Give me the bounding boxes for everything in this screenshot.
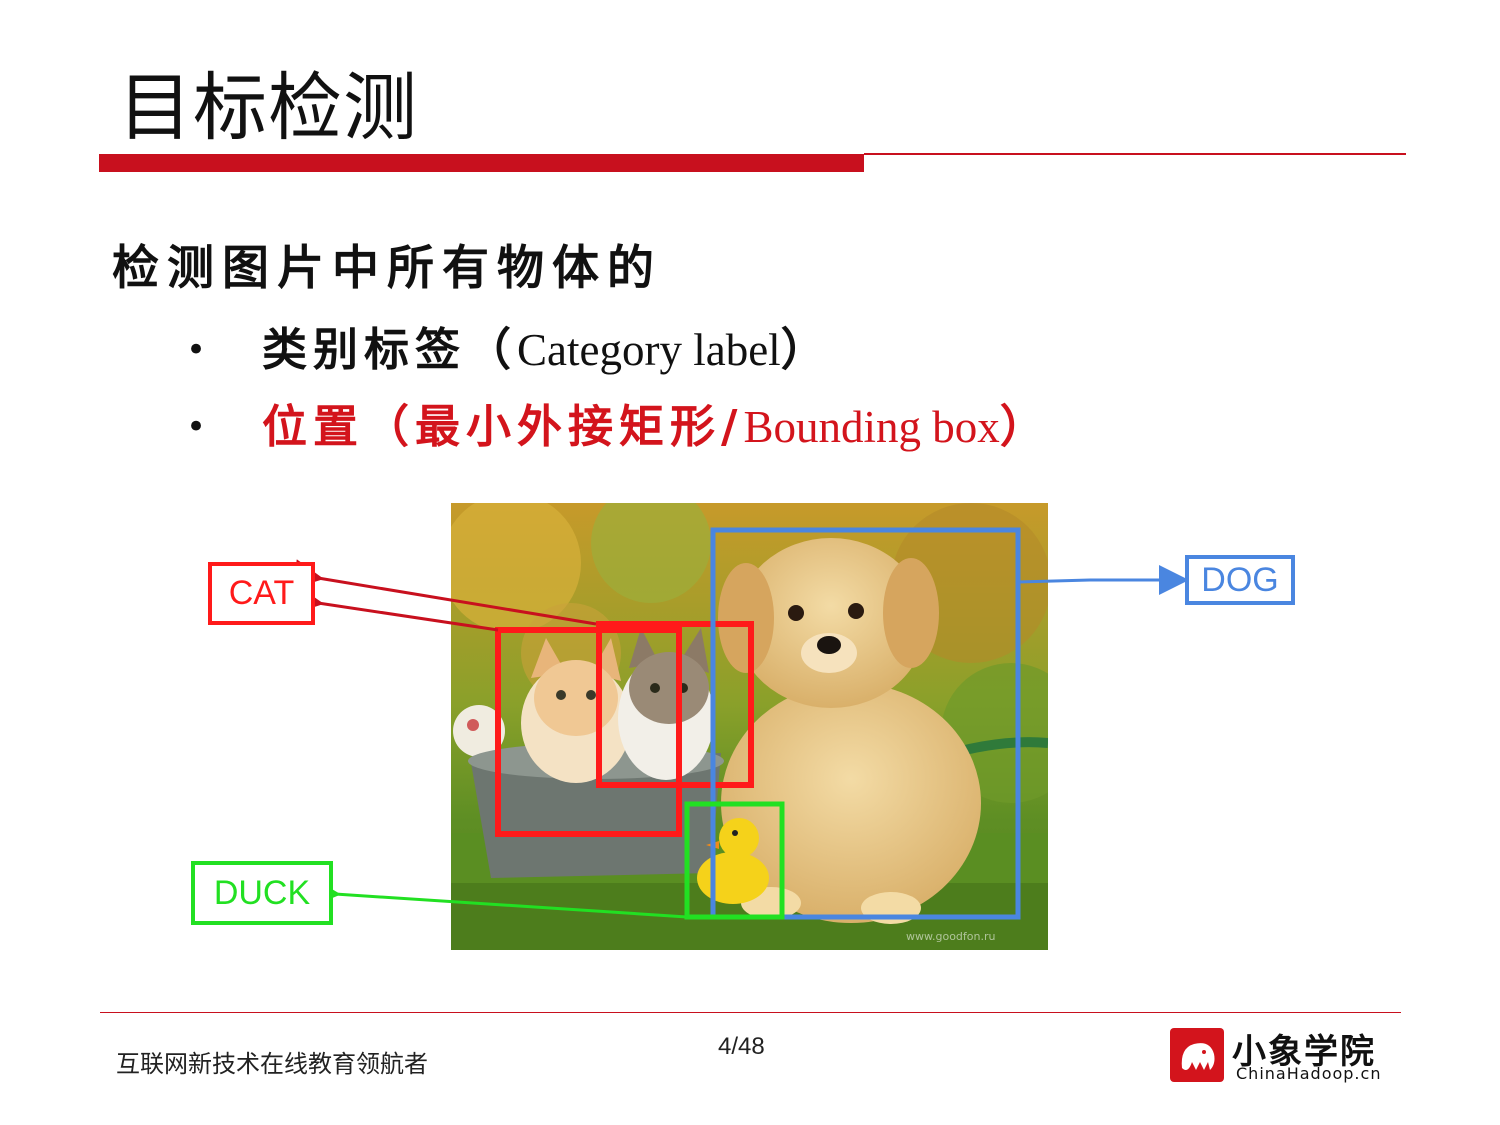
bullet-1-end: ） — [780, 323, 832, 376]
footer-divider — [100, 1012, 1401, 1013]
cat-label: CAT — [208, 562, 315, 625]
slide-heading: 检测图片中所有物体的 — [112, 241, 662, 296]
title-underline-thick — [99, 154, 864, 172]
bullet-2-cn: 位置（最小外接矩形/ — [262, 400, 744, 453]
slide-title: 目标检测 — [118, 65, 418, 151]
title-underline-thin — [864, 153, 1406, 155]
dog-label: DOG — [1185, 555, 1295, 605]
duck-label: DUCK — [191, 861, 333, 925]
pets-photo-drawing: www.goodfon.ru — [451, 503, 1048, 950]
logo-text-en: ChinaHadoop.cn — [1236, 1064, 1382, 1083]
bullet-2-en: Bounding box — [743, 402, 1000, 452]
bullet-marker-2: • — [186, 407, 207, 447]
page-number: 4/48 — [718, 1033, 765, 1060]
bullet-item-bbox: 位置（最小外接矩形/Bounding box） — [262, 397, 1051, 457]
photo-watermark: www.goodfon.ru — [906, 930, 995, 943]
footer-slogan: 互联网新技术在线教育领航者 — [116, 1050, 428, 1078]
bullet-1-en: Category label — [517, 325, 781, 375]
bullet-marker-1: • — [186, 330, 207, 370]
bullet-item-category: 类别标签（Category label） — [262, 320, 832, 380]
logo-text-cn: 小象学院 — [1232, 1032, 1376, 1072]
bullet-2-end: ） — [999, 400, 1051, 453]
pets-photo: www.goodfon.ru — [451, 503, 1048, 950]
brand-logo: 小象学院 ChinaHadoop.cn — [1170, 1028, 1390, 1084]
bullet-1-cn: 类别标签（ — [262, 323, 518, 376]
elephant-icon — [1170, 1028, 1224, 1082]
